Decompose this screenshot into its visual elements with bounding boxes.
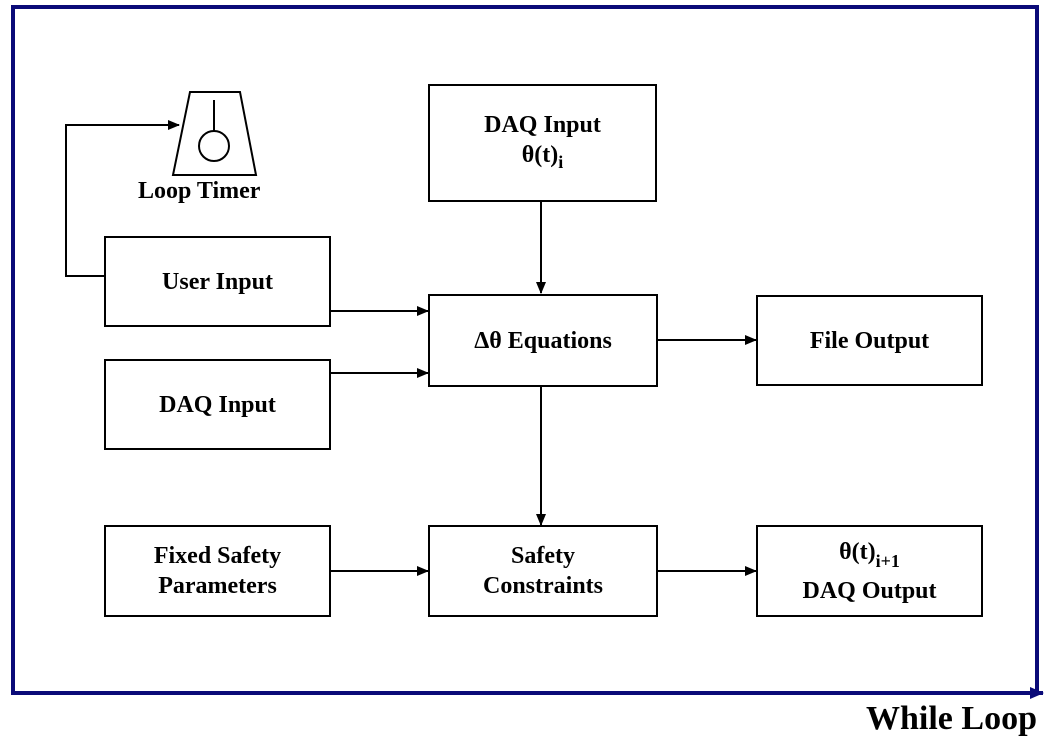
fixed-safety-line1: Fixed Safety [153,543,282,569]
safety-constraints-line1: Safety [511,543,575,569]
daq-input-left-box: DAQ Input [104,359,331,450]
theta-t-symbol: θ(t) [521,141,559,168]
fixed-safety-parameters-box: Fixed Safety Parameters [104,525,331,617]
safety-constraints-box: Safety Constraints [428,525,658,617]
while-loop-frame [11,5,1039,695]
while-loop-label: While Loop [866,700,1037,737]
theta-subscript-i-plus-1: i+1 [875,550,900,571]
daq-input-left-label: DAQ Input [159,391,276,418]
user-input-label: User Input [162,268,273,295]
theta-t-output-symbol: θ(t) [839,538,876,565]
user-input-box: User Input [104,236,331,327]
connector-user-input-to-timer [65,120,180,277]
daq-output-label: DAQ Output [802,577,937,604]
loop-timer-label: Loop Timer [138,178,261,204]
file-output-label: File Output [809,327,930,354]
file-output-box: File Output [756,295,983,386]
fixed-safety-line2: Parameters [158,573,277,599]
theta-subscript-i: i [558,151,564,172]
daq-input-top-box: DAQ Input θ(t)i [428,84,657,202]
delta-theta-equations-box: Δθ Equations [428,294,658,387]
safety-constraints-line2: Constraints [482,573,603,599]
daq-output-box: θ(t)i+1 DAQ Output [756,525,983,617]
delta-theta-equations-label: Δθ Equations [474,327,612,354]
metronome-icon [171,91,258,176]
daq-input-top-title: DAQ Input [484,111,601,138]
